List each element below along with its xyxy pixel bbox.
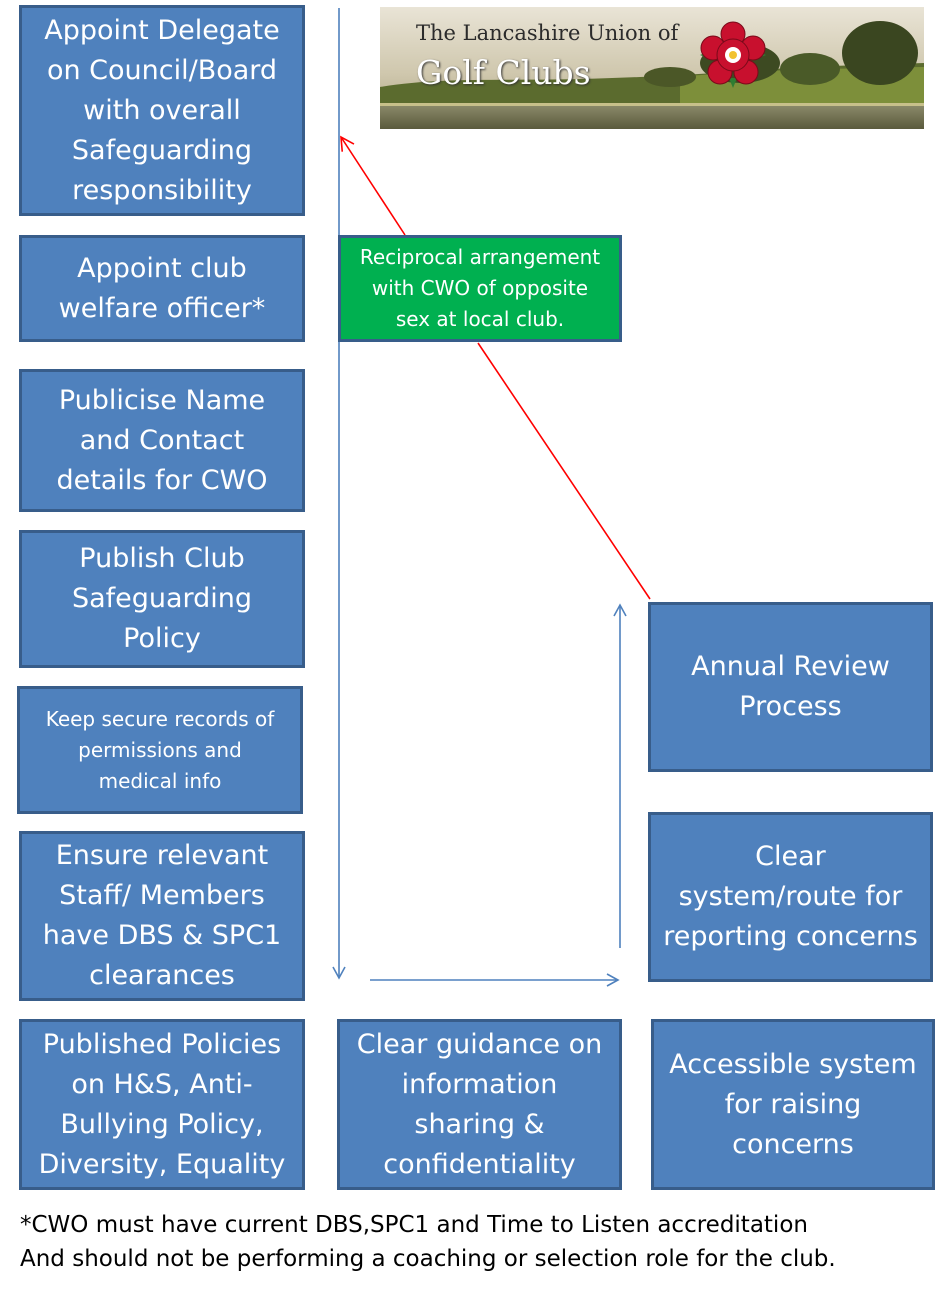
- publish-policy-box: Publish Club Safeguarding Policy: [19, 530, 305, 668]
- appoint-delegate-line: on Council/Board: [46, 54, 278, 86]
- clear-guidance-line: confidentiality: [383, 1148, 576, 1180]
- clear-guidance-box: Clear guidance on information sharing & …: [337, 1019, 622, 1190]
- keep-records-line: permissions and: [78, 737, 242, 762]
- published-policies-line: Published Policies: [42, 1028, 282, 1060]
- clear-system-box: Clear system/route for reporting concern…: [648, 812, 933, 982]
- publicise-name-line: and Contact: [79, 424, 245, 456]
- reciprocal-line: sex at local club.: [395, 307, 565, 331]
- appoint-delegate-line: Safeguarding: [71, 134, 253, 166]
- reciprocal-line: Reciprocal arrangement: [359, 245, 601, 269]
- publish-policy-line: Policy: [123, 623, 201, 654]
- keep-records-box: Keep secure records of permissions and m…: [17, 686, 303, 814]
- accessible-system-line: concerns: [732, 1128, 854, 1160]
- clear-system-line: system/route for: [678, 881, 903, 912]
- annual-review-line: Annual Review: [691, 651, 890, 682]
- appoint-cwo-line: Appoint club: [77, 252, 247, 284]
- logo-text-line2: Golf Clubs: [416, 53, 591, 92]
- clear-system-line: reporting concerns: [663, 921, 918, 952]
- clear-guidance-line: information: [401, 1068, 558, 1100]
- clear-guidance-line: sharing &: [414, 1108, 545, 1140]
- appoint-delegate-line: with overall: [83, 94, 241, 126]
- footnote-line: *CWO must have current DBS,SPC1 and Time…: [20, 1212, 808, 1238]
- appoint-delegate-line: Appoint Delegate: [44, 14, 280, 46]
- footnote: *CWO must have current DBS,SPC1 and Time…: [20, 1208, 836, 1276]
- ensure-dbs-line: Staff/ Members: [59, 880, 265, 911]
- publicise-name-line: details for CWO: [56, 464, 268, 496]
- red-arrow-lower: [477, 342, 651, 600]
- ensure-dbs-line: Ensure relevant: [55, 840, 269, 871]
- keep-records-line: medical info: [98, 768, 222, 793]
- annual-review-line: Process: [739, 691, 842, 722]
- annual-review-box: Annual Review Process: [648, 602, 933, 772]
- red-rose-icon: [700, 21, 766, 88]
- appoint-delegate-box: Appoint Delegate on Council/Board with o…: [19, 5, 305, 216]
- publish-policy-line: Safeguarding: [71, 583, 253, 614]
- lancashire-golf-logo: The Lancashire Union of Golf Clubs: [380, 7, 924, 129]
- accessible-system-line: for raising: [724, 1088, 862, 1120]
- publicise-name-box: Publicise Name and Contact details for C…: [19, 369, 305, 512]
- reciprocal-line: with CWO of opposite: [371, 276, 589, 300]
- publicise-name-line: Publicise Name: [58, 384, 266, 416]
- appoint-delegate-line: responsibility: [72, 174, 252, 206]
- published-policies-line: Diversity, Equality: [38, 1148, 286, 1180]
- appoint-cwo-line: welfare officer*: [58, 292, 266, 324]
- reciprocal-arrangement-box: Reciprocal arrangement with CWO of oppos…: [338, 235, 622, 342]
- ensure-dbs-box: Ensure relevant Staff/ Members have DBS …: [19, 831, 305, 1001]
- accessible-system-line: Accessible system: [669, 1048, 917, 1080]
- publish-policy-line: Publish Club: [79, 543, 245, 574]
- ensure-dbs-line: clearances: [89, 960, 235, 991]
- published-policies-box: Published Policies on H&S, Anti- Bullyin…: [19, 1019, 305, 1190]
- logo-text-line1: The Lancashire Union of: [416, 21, 679, 45]
- red-arrow-upper: [340, 135, 406, 236]
- ensure-dbs-line: have DBS & SPC1: [42, 920, 282, 951]
- clear-guidance-line: Clear guidance on: [356, 1028, 603, 1060]
- keep-records-line: Keep secure records of: [45, 706, 275, 731]
- published-policies-line: on H&S, Anti-: [71, 1068, 253, 1100]
- footnote-line: And should not be performing a coaching …: [20, 1246, 836, 1272]
- published-policies-line: Bullying Policy,: [60, 1108, 264, 1140]
- appoint-cwo-box: Appoint club welfare officer*: [19, 235, 305, 342]
- clear-system-line: Clear: [755, 841, 826, 872]
- accessible-system-box: Accessible system for raising concerns: [651, 1019, 935, 1190]
